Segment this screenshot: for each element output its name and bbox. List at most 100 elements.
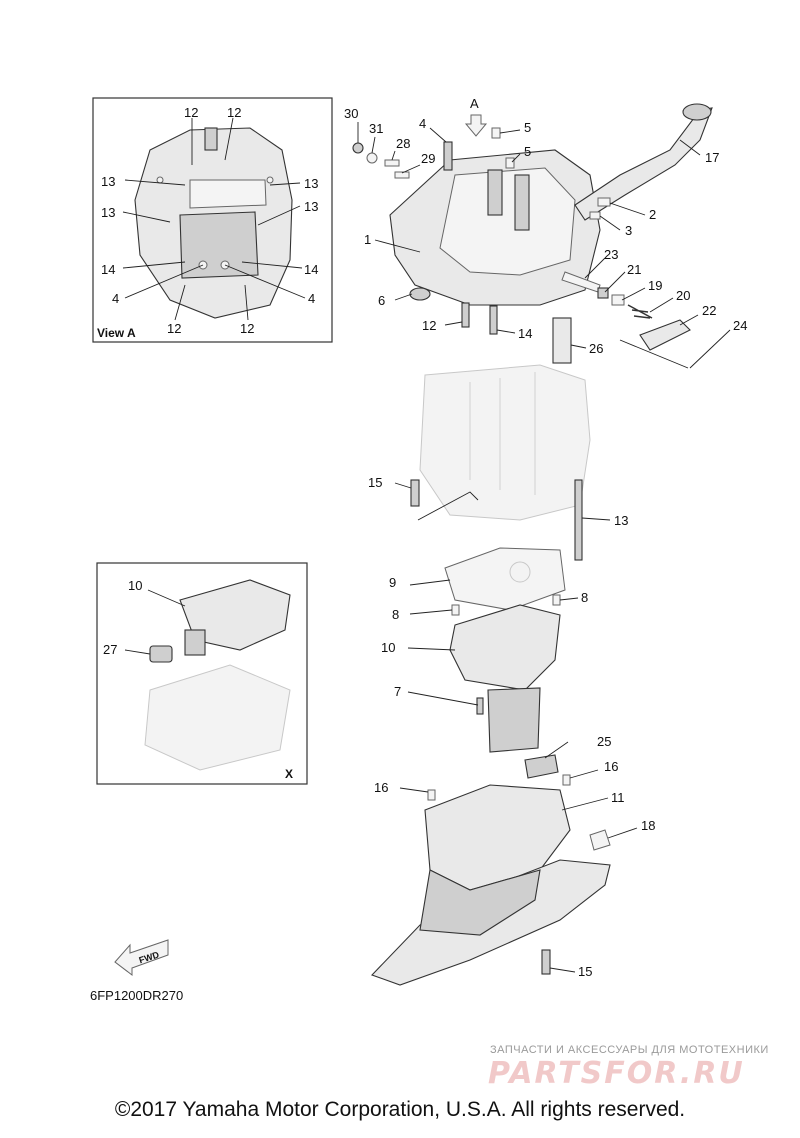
part-21 [597, 287, 609, 299]
callout-16: 16 [604, 759, 618, 774]
callout-19: 19 [648, 278, 662, 293]
fwd-arrow: FWD 6FP1200DR270 [90, 939, 183, 1003]
inset-view-x: 10 27 X [96, 562, 308, 785]
inset-view-x-frame [96, 562, 308, 785]
inset-a-center-block [179, 211, 259, 279]
callout-15: 15 [578, 964, 592, 979]
callout-6: 6 [378, 293, 385, 308]
callout-3: 3 [625, 223, 632, 238]
upper-casing-assembly [352, 103, 713, 369]
callout-14: 14 [304, 262, 318, 277]
bolt-15 [410, 479, 420, 507]
callout-17: 17 [705, 150, 719, 165]
callout-30: 30 [344, 106, 358, 121]
watermark-text: ЗАПЧАСТИ И АКСЕССУАРЫ ДЛЯ МОТОТЕХНИКИ [490, 1044, 769, 1056]
part-25 [524, 754, 559, 779]
inset-a-hole [266, 176, 274, 184]
bolt-7 [476, 697, 484, 715]
callout-12: 12 [227, 105, 241, 120]
bracket-22 [639, 319, 691, 351]
view-arrow-a: A [464, 96, 488, 137]
pin-8 [552, 594, 561, 606]
callout-26: 26 [589, 341, 603, 356]
callout-8: 8 [581, 590, 588, 605]
callout-13: 13 [304, 199, 318, 214]
part-29 [394, 171, 410, 179]
upper-casing-rib [514, 174, 530, 231]
callout-18: 18 [641, 818, 655, 833]
bearing-27 [149, 645, 173, 663]
top-callouts: 30 31 28 29 4 5 5 17 2 3 1 23 21 19 20 2… [344, 106, 747, 356]
callout-5: 5 [524, 120, 531, 135]
stud-bolt-13 [574, 479, 583, 561]
pin-5 [491, 127, 501, 139]
lower-casing-body [419, 869, 541, 936]
part-3 [589, 211, 601, 220]
callout-15: 15 [368, 475, 382, 490]
drawing-code: 6FP1200DR270 [90, 988, 183, 1003]
callout-23: 23 [604, 247, 618, 262]
callout-27: 27 [103, 642, 117, 657]
pin-5 [505, 157, 515, 169]
part-6 [409, 287, 431, 301]
callout-2: 2 [649, 207, 656, 222]
gasket-port [509, 561, 531, 583]
callout-12: 12 [240, 321, 254, 336]
pin-8 [451, 604, 460, 616]
water-pipe-flange [682, 103, 712, 121]
callout-11: 11 [611, 790, 625, 805]
callout-24: 24 [733, 318, 747, 333]
pin-16 [427, 789, 436, 801]
callout-14: 14 [101, 262, 115, 277]
callout-21: 21 [627, 262, 641, 277]
callout-13: 13 [304, 176, 318, 191]
upper-casing-recess [439, 167, 576, 276]
bolt-12 [461, 302, 470, 328]
inset-a-port [189, 179, 267, 209]
callout-13: 13 [614, 513, 628, 528]
water-pipe-17 [574, 107, 713, 221]
part-2 [597, 197, 611, 207]
callout-20: 20 [676, 288, 690, 303]
callout-22: 22 [702, 303, 716, 318]
part-19 [611, 294, 625, 306]
callout-16: 16 [374, 780, 388, 795]
callout-25: 25 [597, 734, 611, 749]
exhaust-guide-10 [449, 604, 561, 691]
bolt-14 [489, 305, 498, 335]
callout-31: 31 [369, 121, 383, 136]
callout-12: 12 [167, 321, 181, 336]
callout-28: 28 [396, 136, 410, 151]
inset-a-pipe [204, 127, 218, 151]
bolt-4 [443, 141, 453, 171]
upper-casing-rib [487, 169, 503, 216]
callout-8: 8 [392, 607, 399, 622]
inset-view-a-frame [92, 97, 333, 343]
inset-view-x-label: X [285, 767, 293, 781]
callout-12: 12 [422, 318, 436, 333]
callout-4: 4 [112, 291, 119, 306]
lower-casing-assembly: 25 16 16 11 18 15 [371, 734, 655, 986]
gasket-9 [444, 547, 566, 611]
callout-4: 4 [419, 116, 426, 131]
spring-20 [627, 304, 653, 319]
top-leaders [357, 122, 731, 369]
bolt-15 [541, 949, 551, 975]
pin-16 [562, 774, 571, 786]
inset-view-a: 12 12 13 13 13 13 14 14 4 4 12 12 View A [92, 97, 333, 343]
part-26 [552, 317, 572, 364]
callout-13: 13 [101, 205, 115, 220]
fwd-arrow-icon [114, 939, 169, 977]
engine-ghost: 15 13 [368, 364, 628, 561]
inset-view-a-label: View A [97, 326, 136, 340]
callout-5: 5 [524, 144, 531, 159]
callout-9: 9 [389, 575, 396, 590]
watermark-logo: PARTSFOR.RU [488, 1056, 745, 1091]
callout-10: 10 [128, 578, 142, 593]
callout-10: 10 [381, 640, 395, 655]
inset-x-casing-ghost [144, 664, 291, 771]
callout-12: 12 [184, 105, 198, 120]
part-30 [352, 142, 364, 154]
callout-29: 29 [421, 151, 435, 166]
